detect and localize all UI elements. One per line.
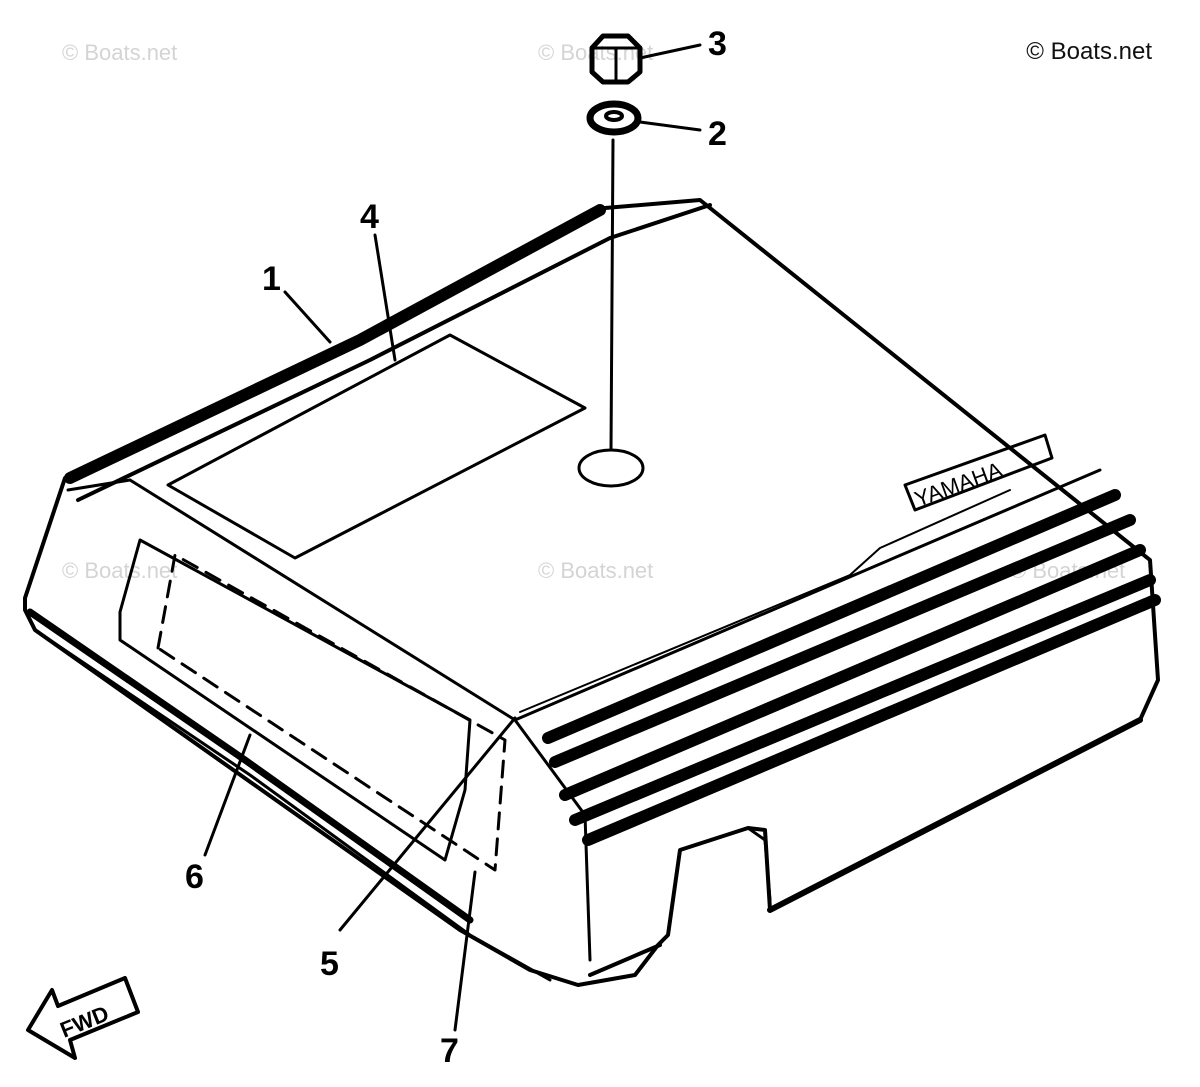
nut-part bbox=[589, 33, 643, 85]
watermark: © Boats.net bbox=[538, 558, 654, 583]
callout-4: 4 bbox=[360, 198, 379, 236]
callout-3: 3 bbox=[708, 25, 727, 63]
washer-part bbox=[586, 100, 642, 136]
top-cover: YAMAHA bbox=[23, 198, 1161, 987]
mounting-hole bbox=[577, 448, 645, 488]
callout-7: 7 bbox=[440, 1032, 459, 1070]
assembly-axis-line bbox=[609, 138, 615, 452]
watermark: © Boats.net bbox=[62, 40, 178, 65]
forward-arrow-icon: FWD bbox=[26, 976, 140, 1060]
callout-2: 2 bbox=[708, 115, 727, 153]
callout-6: 6 bbox=[185, 858, 204, 896]
leader-lines bbox=[203, 43, 702, 1032]
top-label-panel bbox=[166, 333, 587, 560]
copyright-notice: © Boats.net bbox=[1026, 38, 1152, 65]
callout-5: 5 bbox=[320, 945, 339, 983]
callout-1: 1 bbox=[262, 260, 281, 298]
forward-label: FWD bbox=[57, 1001, 113, 1043]
side-decal-outline bbox=[156, 553, 507, 872]
side-label-panel bbox=[118, 538, 472, 862]
watermark: © Boats.net bbox=[62, 558, 178, 583]
